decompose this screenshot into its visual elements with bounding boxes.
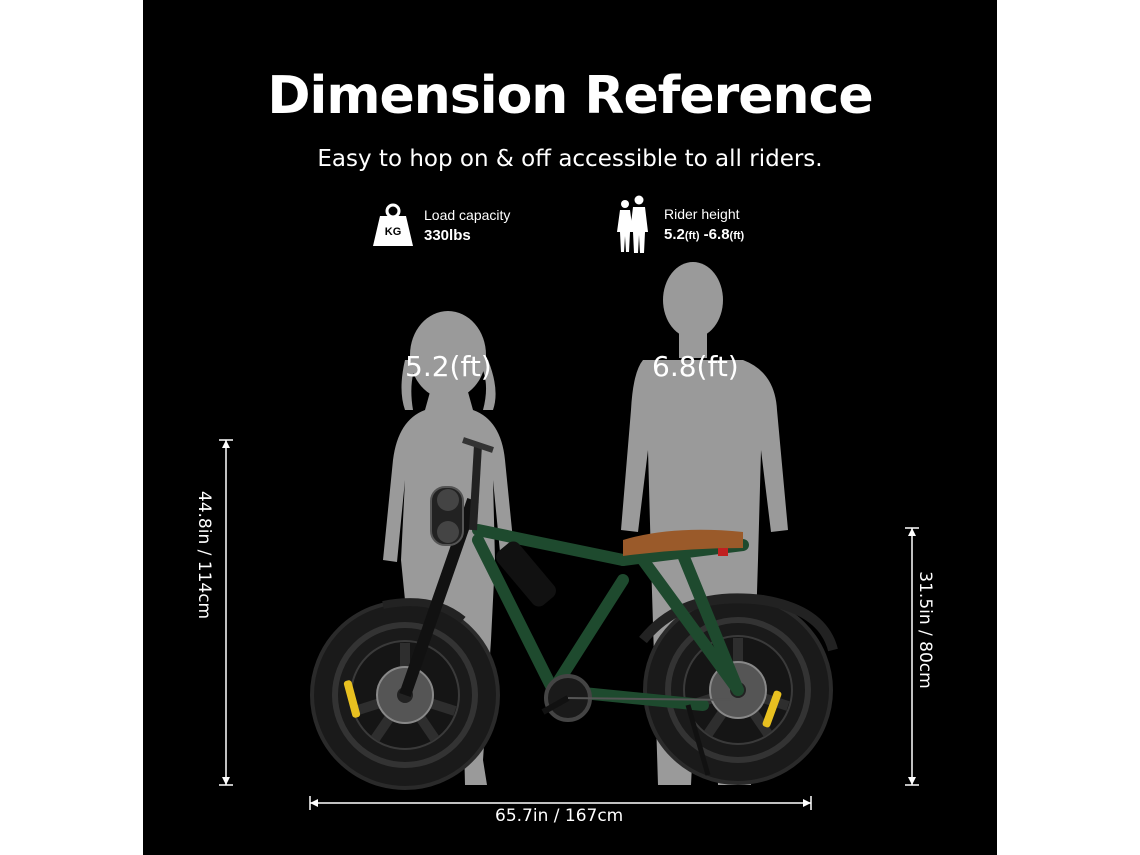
length-dimension-line <box>309 796 812 810</box>
length-dimension: 65.7in / 167cm <box>495 806 624 826</box>
product-panel: Dimension Reference Easy to hop on & off… <box>143 0 997 855</box>
load-capacity-label: Load capacity <box>424 207 511 223</box>
male-height-label: 6.8(ft) <box>652 350 739 383</box>
page-subtitle: Easy to hop on & off accessible to all r… <box>317 146 823 172</box>
rider-height-spec: Rider height 5.2(ft) -6.8(ft) <box>664 206 744 243</box>
rider-min-height: 5.2 <box>664 226 685 243</box>
people-icon <box>617 195 648 253</box>
rider-min-unit: (ft) <box>684 230 700 242</box>
load-capacity-spec: Load capacity 330lbs <box>424 207 510 244</box>
page-title: Dimension Reference <box>267 66 873 126</box>
weight-icon-text: KG <box>384 226 402 238</box>
total-height-dimension: 44.8in / 114cm <box>194 490 214 620</box>
rider-max-unit: (ft) <box>729 230 745 242</box>
seat-height-dimension: 31.5in / 80cm <box>915 571 935 689</box>
rider-height-label: Rider height <box>664 206 740 222</box>
weight-icon <box>373 203 413 246</box>
female-height-label: 5.2(ft) <box>405 350 492 383</box>
rider-max-height: -6.8 <box>699 226 730 243</box>
rider-height-value: 5.2(ft) -6.8(ft) <box>664 226 744 243</box>
seat-height-dimension-line <box>905 527 919 786</box>
load-capacity-value: 330lbs <box>424 227 471 244</box>
height-dimension-line <box>219 439 233 786</box>
bike-frame <box>472 524 749 711</box>
dimension-illustration <box>219 195 919 810</box>
